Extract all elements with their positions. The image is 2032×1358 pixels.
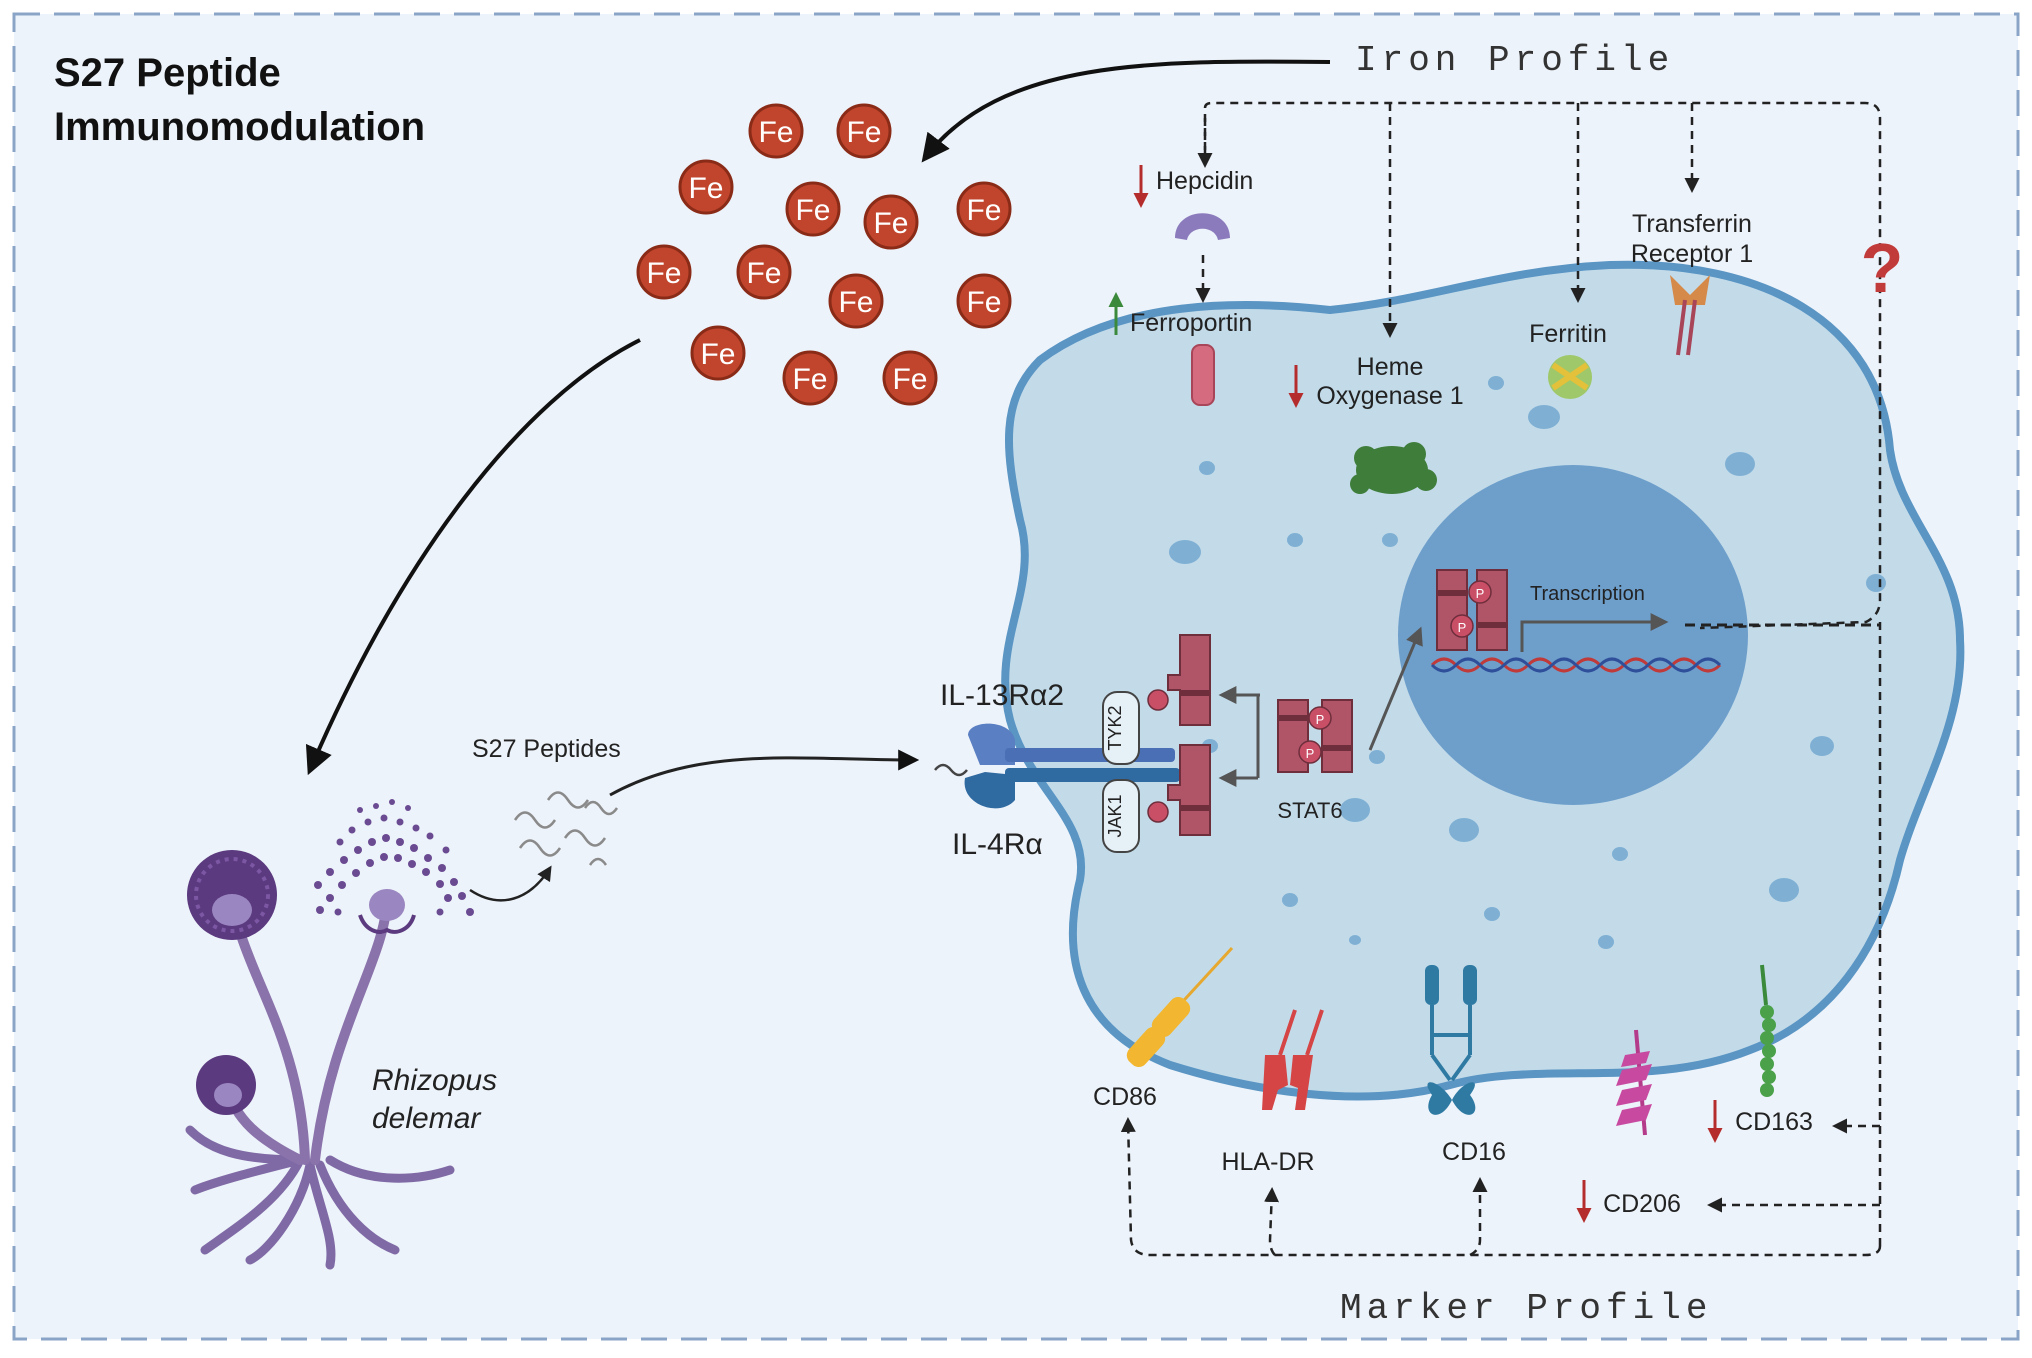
cd163-label: CD163 [1735,1108,1813,1136]
iron-profile-network [1120,101,1882,1257]
peptide-fragments-icon [513,791,619,866]
fungal-spores [314,799,474,916]
cd163-receptor-icon [1760,964,1776,1097]
fe-ion-icon: Fe [956,273,1012,329]
ferritin-label: Ferritin [1529,320,1607,348]
stat6-monomer-icon [1147,634,1211,726]
organism-name-line2: delemar [372,1102,481,1135]
fe-label: Fe [966,286,1001,319]
fe-to-fungus-arrow [305,338,641,776]
fe-label: Fe [873,207,908,240]
fe-label: Fe [758,116,793,149]
transcription-arrow [1520,613,1669,652]
organism-name-line1: Rhizopus [372,1064,497,1097]
fe-label: Fe [700,338,735,371]
fe-cluster: Fe Fe Fe Fe Fe Fe Fe Fe Fe Fe Fe Fe Fe [636,103,1012,406]
ferritin-protein-icon [1548,355,1592,399]
fe-label: Fe [795,194,830,227]
fe-label: Fe [746,257,781,290]
fe-label: Fe [646,257,681,290]
fe-label: Fe [966,194,1001,227]
heme-oxygenase-label-line1: Heme [1357,353,1424,381]
unknown-mechanism-mark: ? [1861,229,1904,307]
cd16-receptor-icon [1425,965,1477,1115]
iron-profile-label: Iron Profile [1355,40,1674,81]
nucleus [1398,465,1748,805]
fe-ion-icon: Fe [956,181,1012,237]
transferrin-receptor-icon [1670,275,1710,356]
transferrin-label-line2: Receptor 1 [1631,240,1753,268]
rhizopus-fungus-icon [185,850,455,1270]
fe-ion-icon: Fe [748,103,804,159]
jak1-label: JAK1 [1105,794,1125,837]
cd86-label: CD86 [1093,1083,1157,1111]
hepcidin-protein-icon [1175,213,1230,240]
fe-ion-icon: Fe [782,350,838,406]
stat6-monomer-icon [1147,744,1211,836]
ferroportin-label: Ferroportin [1130,309,1252,337]
hepcidin-label: Hepcidin [1156,167,1253,195]
peptides-label: S27 Peptides [472,735,621,763]
fe-label: Fe [846,116,881,149]
cd86-receptor-icon [1126,946,1234,1067]
heme-oxygenase-protein-icon [1350,442,1437,494]
fungus-to-peptides-arrow [469,865,552,902]
cd206-receptor-icon [1616,1029,1652,1136]
fe-ion-icon: Fe [678,159,734,215]
ferroportin-channel-icon [1191,344,1215,406]
jak1-kinase-icon: JAK1 [1102,779,1140,853]
fe-label: Fe [892,363,927,396]
stat6-dimer-icon: P P [1277,699,1353,773]
fe-ion-icon: Fe [882,350,938,406]
transcription-label: Transcription [1530,583,1645,605]
tyk2-label: TYK2 [1105,705,1125,750]
phospho-label: P [1306,746,1315,761]
fe-ion-icon: Fe [785,181,841,237]
fe-ion-icon: Fe [836,103,892,159]
fe-label: Fe [838,286,873,319]
cytoplasm-granules [1169,376,1886,949]
tyk2-kinase-icon: TYK2 [1102,691,1140,765]
bound-peptide-icon [934,763,968,777]
fe-ion-icon: Fe [863,194,919,250]
heme-oxygenase-label-line2: Oxygenase 1 [1316,382,1463,410]
il4-receptor-icon [964,768,1180,809]
cd16-label: CD16 [1442,1138,1506,1166]
title-line-1: S27 Peptide [54,51,281,95]
stat6-to-nucleus-arrow [1368,626,1423,751]
hla-dr-label: HLA-DR [1221,1148,1314,1176]
hla-dr-receptor-icon [1262,1009,1324,1110]
nuclear-stat6-dimer-icon: P P [1436,569,1508,651]
title-line-2: Immunomodulation [54,105,425,149]
transferrin-label-line1: Transferrin [1632,210,1752,238]
il13-receptor-label: IL-13Rα2 [940,679,1064,712]
phospho-label: P [1458,620,1467,635]
phospho-label: P [1316,712,1325,727]
fe-ion-icon: Fe [736,244,792,300]
fe-ion-icon: Fe [636,244,692,300]
marker-profile-label: Marker Profile [1340,1288,1712,1329]
il4-receptor-label: IL-4Rα [952,828,1043,861]
fe-ion-icon: Fe [828,273,884,329]
phospho-label: P [1476,586,1485,601]
fe-label: Fe [792,363,827,396]
fe-label: Fe [688,172,723,205]
stat6-label: STAT6 [1277,798,1342,823]
peptides-to-receptor-arrow [609,749,920,797]
dna-helix-icon [1430,657,1722,673]
cd206-label: CD206 [1603,1190,1681,1218]
fe-ion-icon: Fe [690,325,746,381]
iron-profile-to-fe-arrow [921,59,1331,163]
